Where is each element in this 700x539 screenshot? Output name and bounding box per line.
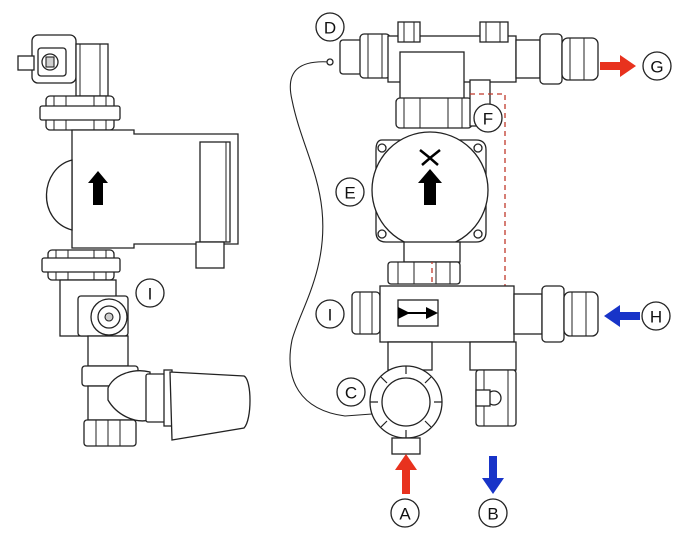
return-arrow-B <box>482 456 504 494</box>
front-view-assembly <box>289 21 599 455</box>
label-G: G <box>642 51 672 81</box>
label-C: C <box>336 377 366 407</box>
inlet-arrow-A <box>395 454 417 494</box>
internal-bypass-dashed <box>431 93 506 301</box>
side-view-assembly <box>17 34 251 447</box>
svg-text:C: C <box>345 384 357 403</box>
svg-text:I: I <box>148 285 153 304</box>
flow-arrow-icon <box>88 171 108 205</box>
knob-ridges <box>370 366 442 438</box>
label-E: E <box>335 177 365 207</box>
label-D: D <box>315 12 345 42</box>
label-B: B <box>478 498 508 528</box>
svg-text:A: A <box>399 505 411 524</box>
svg-text:I: I <box>328 306 333 325</box>
svg-text:B: B <box>487 505 498 524</box>
svg-text:F: F <box>483 110 493 129</box>
capillary-tube <box>289 61 373 417</box>
svg-text:H: H <box>650 308 662 327</box>
inlet-arrow-H <box>604 305 640 327</box>
outlet-arrow-G <box>600 55 636 77</box>
label-H: H <box>641 301 671 331</box>
label-A: A <box>390 498 420 528</box>
label-F: F <box>473 103 503 133</box>
svg-text:D: D <box>324 19 336 38</box>
label-I-right: I <box>315 299 345 329</box>
svg-text:G: G <box>650 58 663 77</box>
fan-icon <box>419 149 441 166</box>
pump-flow-arrow-icon <box>418 169 442 205</box>
label-I-left: I <box>135 278 165 308</box>
svg-text:E: E <box>344 184 355 203</box>
